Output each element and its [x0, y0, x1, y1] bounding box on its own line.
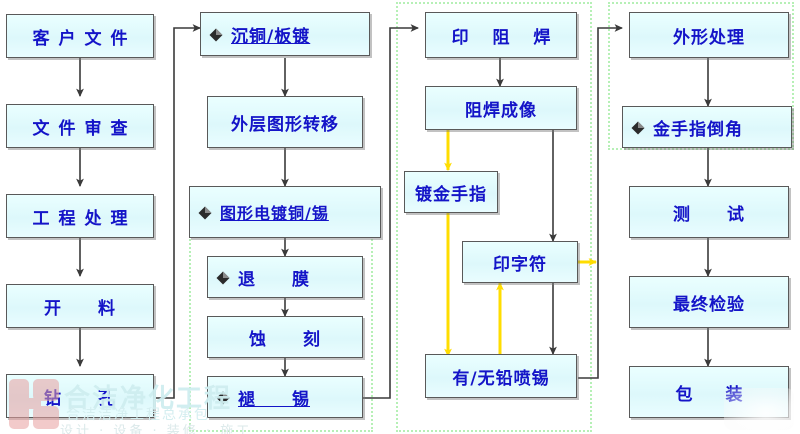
node-copper-deposition[interactable]: 沉铜/板镀	[200, 12, 370, 56]
diamond-bullet-icon	[216, 391, 230, 405]
node-solder-mask-imaging[interactable]: 阻焊成像	[425, 86, 577, 130]
node-customer-file[interactable]: 客户文件	[6, 14, 154, 58]
diamond-bullet-icon	[209, 28, 223, 42]
node-label: 开 料	[44, 298, 116, 319]
node-strip-film[interactable]: 退 膜	[207, 256, 363, 298]
node-etching[interactable]: 蚀 刻	[207, 316, 363, 358]
node-hasl[interactable]: 有/无铅喷锡	[425, 354, 577, 398]
node-label: 外层图形转移	[231, 114, 339, 135]
node-final-inspection[interactable]: 最终检验	[629, 276, 789, 328]
node-label: 文件审查	[32, 118, 137, 139]
node-label: 测 试	[673, 204, 745, 225]
node-label: 包 装	[675, 384, 751, 405]
node-label: 最终检验	[673, 294, 745, 315]
diamond-bullet-icon	[631, 121, 645, 135]
node-label: 有/无铅喷锡	[452, 368, 550, 389]
node-label: 图形电镀铜/锡	[220, 204, 329, 223]
node-label: 印 阻 焊	[451, 27, 560, 48]
node-label: 褪 锡	[238, 389, 310, 410]
node-label: 印字符	[493, 254, 547, 275]
node-legend-printing[interactable]: 印字符	[462, 241, 578, 283]
node-testing[interactable]: 测 试	[629, 186, 789, 238]
node-engineering[interactable]: 工程处理	[6, 194, 154, 238]
node-label: 工程处理	[32, 208, 137, 229]
node-drilling[interactable]: 钻 孔	[6, 374, 154, 418]
diamond-bullet-icon	[216, 271, 230, 285]
node-print-solder-mask[interactable]: 印 阻 焊	[425, 12, 577, 58]
node-label: 客户文件	[32, 28, 137, 49]
node-label: 镀金手指	[415, 184, 487, 205]
watermark-tagline: 设计 · 设备 · 装修 · 施工	[60, 424, 253, 434]
node-label: 金手指倒角	[653, 119, 743, 140]
node-tin-stripping[interactable]: 褪 锡	[207, 376, 363, 418]
node-label: 外形处理	[673, 27, 745, 48]
diamond-bullet-icon	[198, 206, 212, 220]
node-label: 沉铜/板镀	[231, 26, 311, 47]
node-cutting[interactable]: 开 料	[6, 284, 154, 328]
node-outer-layer-transfer[interactable]: 外层图形转移	[207, 96, 363, 148]
node-pattern-plating[interactable]: 图形电镀铜/锡	[189, 186, 381, 238]
node-packaging[interactable]: 包 装	[629, 366, 789, 418]
node-profiling[interactable]: 外形处理	[629, 12, 789, 58]
node-label: 钻 孔	[44, 388, 116, 409]
node-gold-finger-plating[interactable]: 镀金手指	[404, 171, 498, 213]
node-label: 蚀 刻	[249, 329, 321, 350]
node-label: 退 膜	[238, 269, 310, 290]
node-gold-finger-bevel[interactable]: 金手指倒角	[622, 106, 792, 148]
node-file-review[interactable]: 文件审查	[6, 104, 154, 148]
node-label: 阻焊成像	[465, 100, 537, 121]
